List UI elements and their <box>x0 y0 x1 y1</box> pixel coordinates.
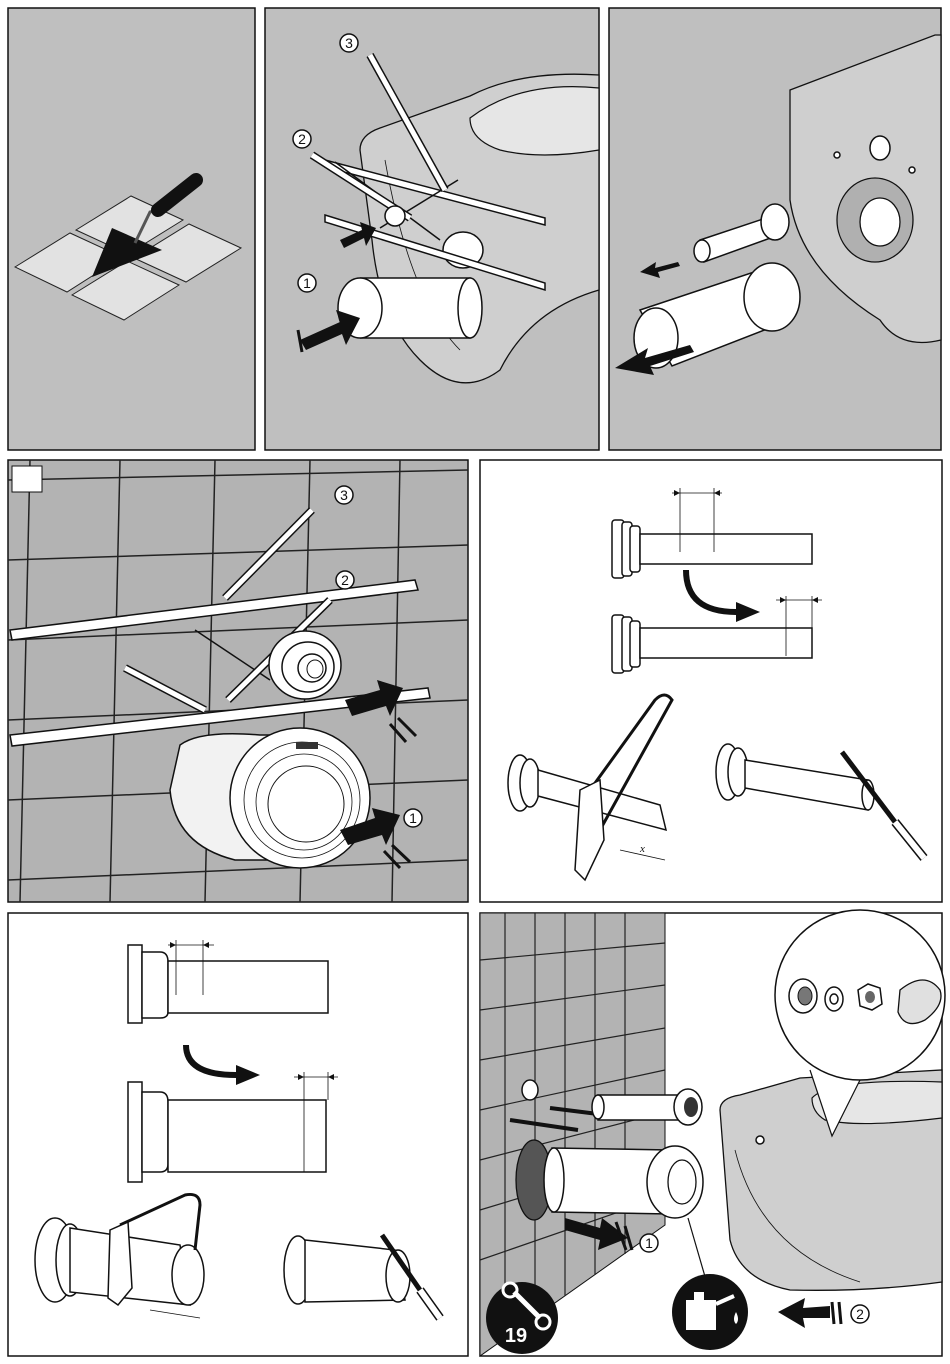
panel-wall-template: 1 2 3 <box>8 460 468 902</box>
callout-wall-2: 2 <box>336 571 354 589</box>
mount-callout-2: 2 <box>851 1305 869 1323</box>
svg-text:1: 1 <box>645 1235 653 1251</box>
panel-mount-pan: 1 <box>480 910 945 1356</box>
svg-text:1: 1 <box>409 810 417 826</box>
callout-3: 3 <box>340 34 358 52</box>
panel-trowel-tiles <box>8 8 255 450</box>
panel-pan-template: 1 2 3 <box>265 8 599 450</box>
panel-remove-pipe <box>609 8 941 450</box>
mount-pipe-small <box>592 1089 702 1125</box>
wall-flange <box>269 631 341 699</box>
svg-text:2: 2 <box>298 131 306 147</box>
svg-text:x: x <box>639 843 645 855</box>
svg-text:3: 3 <box>345 35 353 51</box>
panel-cut-large-pipe <box>8 913 468 1356</box>
panel-cut-small-pipe: x <box>480 460 942 902</box>
washer-cap-icon <box>789 979 817 1013</box>
nut-icon <box>858 984 882 1010</box>
svg-text:1: 1 <box>303 275 311 291</box>
mount-pipe-large <box>516 1140 703 1220</box>
svg-text:2: 2 <box>341 572 349 588</box>
mount-callout-1: 1 <box>640 1234 658 1252</box>
oil-can-icon <box>672 1274 748 1350</box>
svg-text:19: 19 <box>505 1325 527 1347</box>
svg-text:3: 3 <box>340 487 348 503</box>
step-box <box>12 466 42 492</box>
tool-badge: 19 <box>486 1282 558 1354</box>
svg-text:2: 2 <box>856 1306 864 1322</box>
callout-wall-1: 1 <box>404 809 422 827</box>
callout-wall-3: 3 <box>335 486 353 504</box>
washer-icon <box>825 987 843 1011</box>
callout-1: 1 <box>298 274 316 292</box>
callout-2: 2 <box>293 130 311 148</box>
